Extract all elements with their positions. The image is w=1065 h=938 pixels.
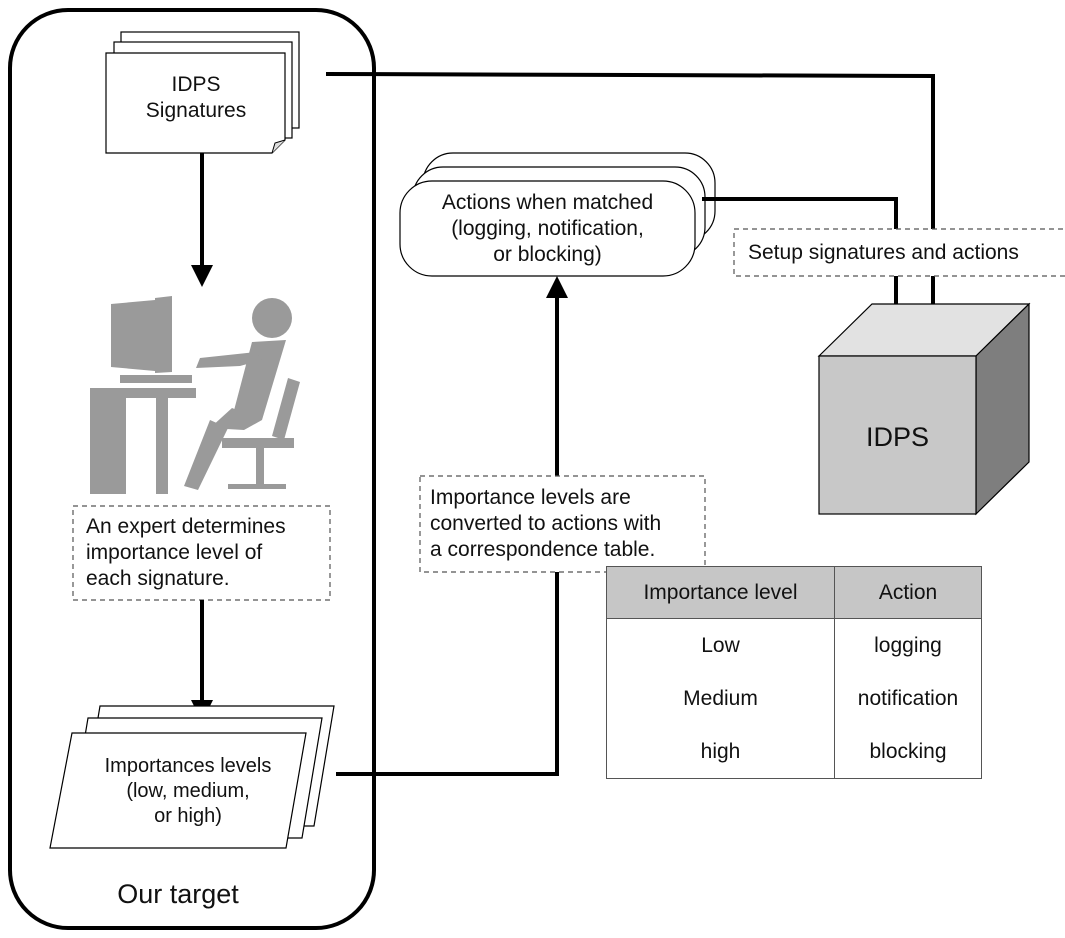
table-header-action: Action	[834, 566, 982, 619]
importances-label-line2: (low, medium,	[126, 780, 250, 802]
expert-note-line2: importance level of	[86, 541, 263, 564]
arrowhead	[546, 276, 568, 298]
table-cell: Low	[606, 618, 835, 672]
correspondence-table: Importance level Action Low logging Medi…	[606, 566, 982, 779]
idps-cube-icon	[817, 302, 1031, 516]
actions-stack-icon	[399, 152, 716, 277]
table-header-importance: Importance level	[606, 566, 835, 619]
table-header-row: Importance level Action	[606, 566, 982, 619]
signatures-document-icon	[105, 31, 300, 154]
actions-label: Actions when matched (logging, notificat…	[400, 190, 695, 268]
table-cell: logging	[834, 618, 982, 672]
expert-note-line1: An expert determines	[86, 515, 286, 538]
table-cell: high	[606, 725, 835, 779]
arrow-importances-to-actions	[336, 296, 559, 776]
arrowhead	[191, 265, 213, 287]
actions-label-line3: or blocking)	[493, 243, 602, 266]
importances-label-line1: Importances levels	[104, 755, 272, 777]
importances-document-icon	[49, 705, 335, 849]
signatures-label-line1: IDPS	[171, 73, 221, 96]
table-cell: notification	[834, 672, 982, 725]
expert-note: An expert determines importance level of…	[86, 514, 326, 592]
conversion-note-line2: converted to actions with	[430, 512, 662, 535]
table-cell: blocking	[834, 725, 982, 779]
idps-box-label: IDPS	[865, 422, 930, 452]
actions-label-line1: Actions when matched	[441, 191, 654, 214]
expert-at-computer-icon	[90, 296, 300, 494]
expert-note-line3: each signature.	[86, 567, 230, 590]
target-frame	[8, 8, 376, 930]
table-cell: Medium	[606, 672, 835, 725]
actions-label-line2: (logging, notification,	[451, 217, 644, 240]
importances-label: Importances levels (low, medium, or high…	[68, 754, 308, 829]
conversion-note-box	[419, 475, 706, 573]
arrow-actions-to-idps	[702, 197, 898, 316]
conversion-note-line1: Importance levels are	[430, 486, 631, 509]
conversion-note: Importance levels are converted to actio…	[430, 485, 702, 563]
setup-note-box	[733, 228, 1065, 277]
conversion-note-line3: a correspondence table.	[430, 538, 656, 561]
table-row: Low logging	[606, 618, 982, 672]
setup-note: Setup signatures and actions	[748, 241, 1019, 264]
signatures-label: IDPS Signatures	[106, 72, 286, 124]
table-row: Medium notification	[606, 672, 982, 725]
signatures-label-line2: Signatures	[145, 99, 247, 122]
table-row: high blocking	[606, 725, 982, 779]
importances-label-line3: or high)	[154, 805, 222, 827]
target-label: Our target	[117, 879, 239, 909]
